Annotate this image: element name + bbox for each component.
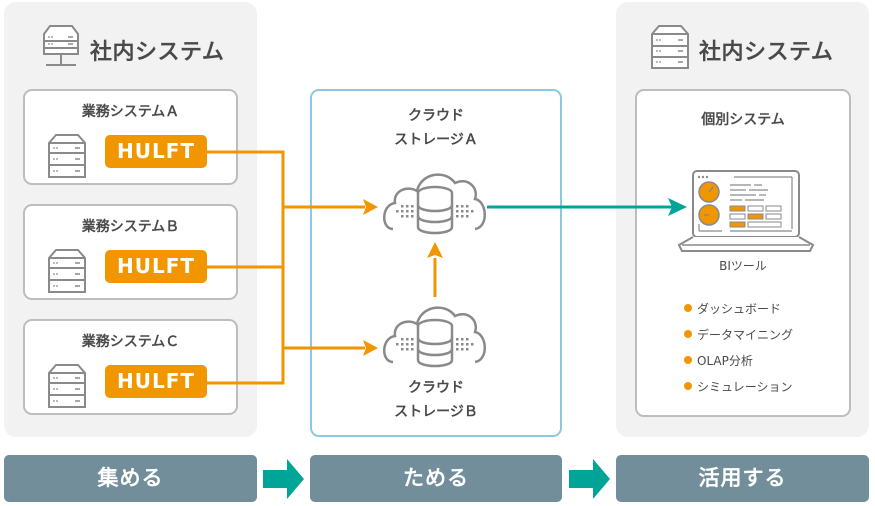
server-stand-icon <box>43 25 79 66</box>
storage-a-label-line2: ストレージＡ <box>394 132 478 148</box>
bullet-dot-icon <box>684 304 692 312</box>
bullet-dot-icon <box>684 356 692 364</box>
storage-a-label-line1: クラウド <box>408 108 464 124</box>
hulft-badge-b: HULFT <box>105 250 207 283</box>
individual-system-title: 個別システム <box>701 112 785 128</box>
left-panel-title: 社内システム <box>90 40 225 65</box>
business-system-b: 業務システムＢ HULFT <box>23 204 238 300</box>
server-icon <box>651 25 689 69</box>
business-system-a-title: 業務システムＡ <box>81 104 180 120</box>
bullet-dot-icon <box>684 330 692 338</box>
business-system-c: 業務システムＣ HULFT <box>23 319 238 415</box>
hulft-badge-c: HULFT <box>105 365 207 398</box>
server-rack-icon <box>48 134 86 178</box>
feature-item: ダッシュボード <box>684 296 793 322</box>
storage-b-label-line1: クラウド <box>408 380 464 396</box>
stage-arrow-icon <box>569 459 610 499</box>
right-panel-title: 社内システム <box>699 40 834 65</box>
feature-item: OLAP分析 <box>684 348 793 374</box>
right-panel-internal-systems: 社内システム 個別システム <box>616 2 869 437</box>
bullet-dot-icon <box>684 382 692 390</box>
business-system-c-title: 業務システムＣ <box>81 334 180 350</box>
feature-label: ダッシュボード <box>697 302 782 316</box>
feature-label: シミュレーション <box>697 380 793 394</box>
feature-item: シミュレーション <box>684 374 793 400</box>
cloud-storage-container: クラウド ストレージＡ クラウド ストレージＢ <box>310 89 562 437</box>
left-panel-internal-systems: 社内システム 業務システムＡ HULFT 業務システムＢ <box>4 2 257 437</box>
stage-utilize: 活用する <box>616 455 869 502</box>
bi-tool-label: BIツール <box>719 259 767 273</box>
stage-store: ためる <box>310 455 562 502</box>
feature-item: データマイニング <box>684 322 793 348</box>
server-rack-icon <box>48 249 86 293</box>
stage-arrow-icon <box>263 459 304 499</box>
server-rack-icon <box>48 364 86 408</box>
feature-label: データマイニング <box>697 328 794 342</box>
business-system-a: 業務システムＡ HULFT <box>23 89 238 185</box>
bi-laptop-icon <box>677 170 815 252</box>
stage-collect: 集める <box>4 455 257 502</box>
storage-b-label-line2: ストレージＢ <box>394 404 478 420</box>
feature-list: ダッシュボード データマイニング OLAP分析 シミュレーション <box>684 296 793 400</box>
hulft-badge-a: HULFT <box>105 135 207 168</box>
individual-system-box: 個別システム <box>635 89 851 417</box>
business-system-b-title: 業務システムＢ <box>81 219 180 235</box>
feature-label: OLAP分析 <box>697 354 753 368</box>
